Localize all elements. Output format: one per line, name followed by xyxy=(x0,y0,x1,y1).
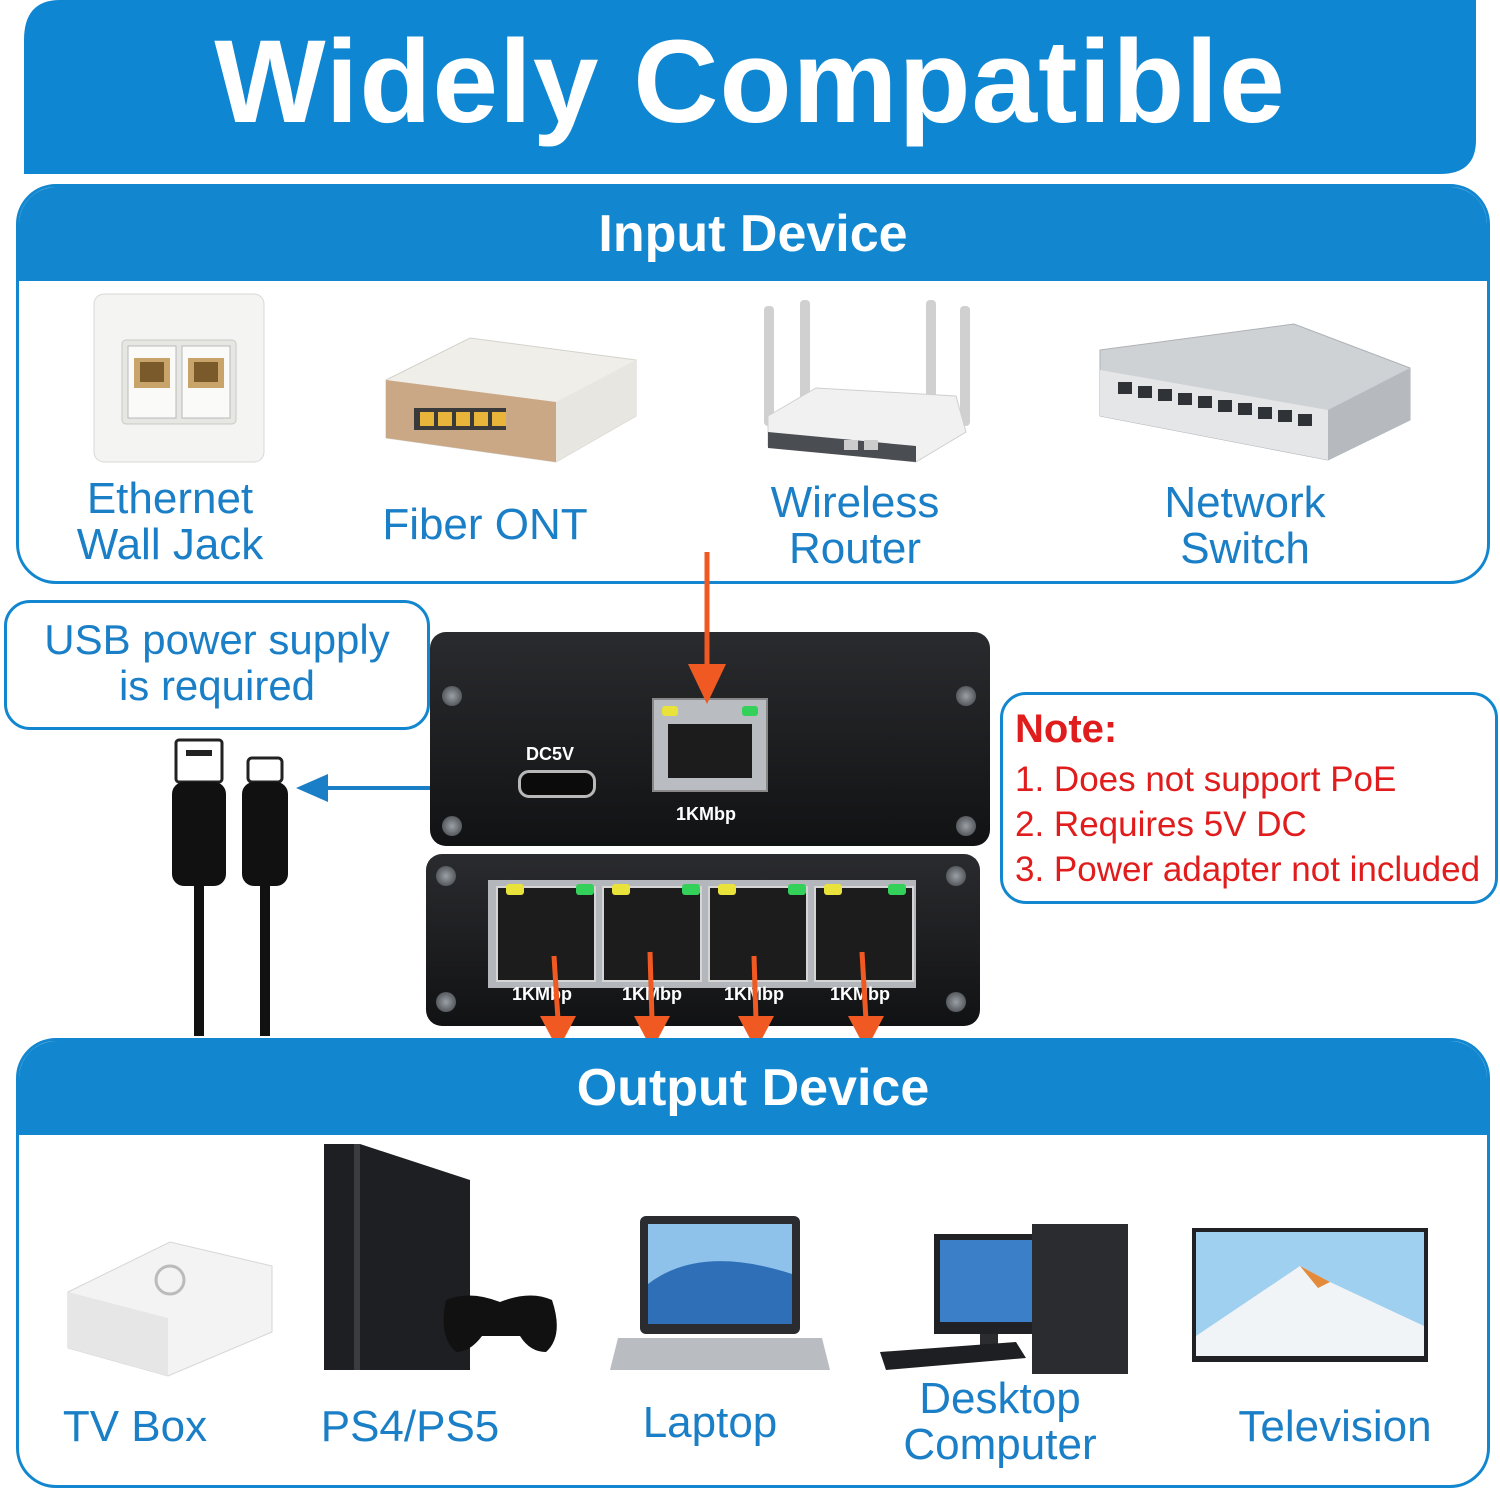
input-device-heading: Input Device xyxy=(19,187,1487,281)
usb-c-port[interactable] xyxy=(518,770,596,798)
note-panel: Note: 1. Does not support PoE 2. Require… xyxy=(1000,692,1498,904)
dc5v-label: DC5V xyxy=(526,744,575,764)
input-label-router: Wireless Router xyxy=(770,478,940,573)
output-label-television: Television xyxy=(1238,1402,1432,1451)
usb-cable-icon xyxy=(172,738,288,1036)
note-item-3: 3. Power adapter not included xyxy=(1015,850,1481,889)
note-item-1: 1. Does not support PoE xyxy=(1015,760,1397,799)
output-label-desktop: Desktop Computer xyxy=(903,1374,1097,1469)
input-rj45-port[interactable] xyxy=(652,698,768,792)
output-led-row xyxy=(506,884,906,895)
console-icon xyxy=(324,1144,557,1370)
switch-icon xyxy=(1099,323,1411,461)
output-port-label-4: 1KMbp xyxy=(830,984,890,1004)
router-icon xyxy=(764,300,970,463)
usb-power-note: USB power supply is required xyxy=(4,600,430,730)
input-arrow-icon xyxy=(688,552,726,704)
tv-box-icon xyxy=(67,1241,273,1377)
splitter-output-face: 1KMbp 1KMbp 1KMbp 1KMbp xyxy=(426,854,980,1026)
output-device-heading: Output Device xyxy=(19,1041,1487,1135)
output-label-laptop: Laptop xyxy=(642,1398,778,1447)
television-icon xyxy=(1192,1228,1428,1362)
note-heading: Note: xyxy=(1015,707,1118,751)
output-arrows-icon xyxy=(540,951,884,1050)
usb-power-line2: is required xyxy=(118,662,316,709)
wall-jack-icon xyxy=(93,293,265,463)
output-port-3[interactable] xyxy=(708,886,808,982)
fiber-ont-icon xyxy=(385,337,637,463)
input-label-switch: Network Switch xyxy=(1164,478,1326,573)
output-label-tv-box: TV Box xyxy=(62,1402,208,1451)
input-port-label: 1KMbp xyxy=(676,804,736,824)
input-label-fiber-ont: Fiber ONT xyxy=(382,500,588,549)
page-title: Widely Compatible xyxy=(214,16,1286,148)
desktop-icon xyxy=(880,1224,1128,1374)
title-banner xyxy=(24,0,1476,174)
usb-power-line1: USB power supply xyxy=(44,616,390,663)
output-port-1[interactable] xyxy=(496,886,596,982)
output-label-console: PS4/PS5 xyxy=(320,1402,500,1451)
note-item-2: 2. Requires 5V DC xyxy=(1015,805,1307,844)
laptop-icon xyxy=(610,1216,830,1370)
input-label-wall-jack: Ethernet Wall Jack xyxy=(76,474,264,569)
